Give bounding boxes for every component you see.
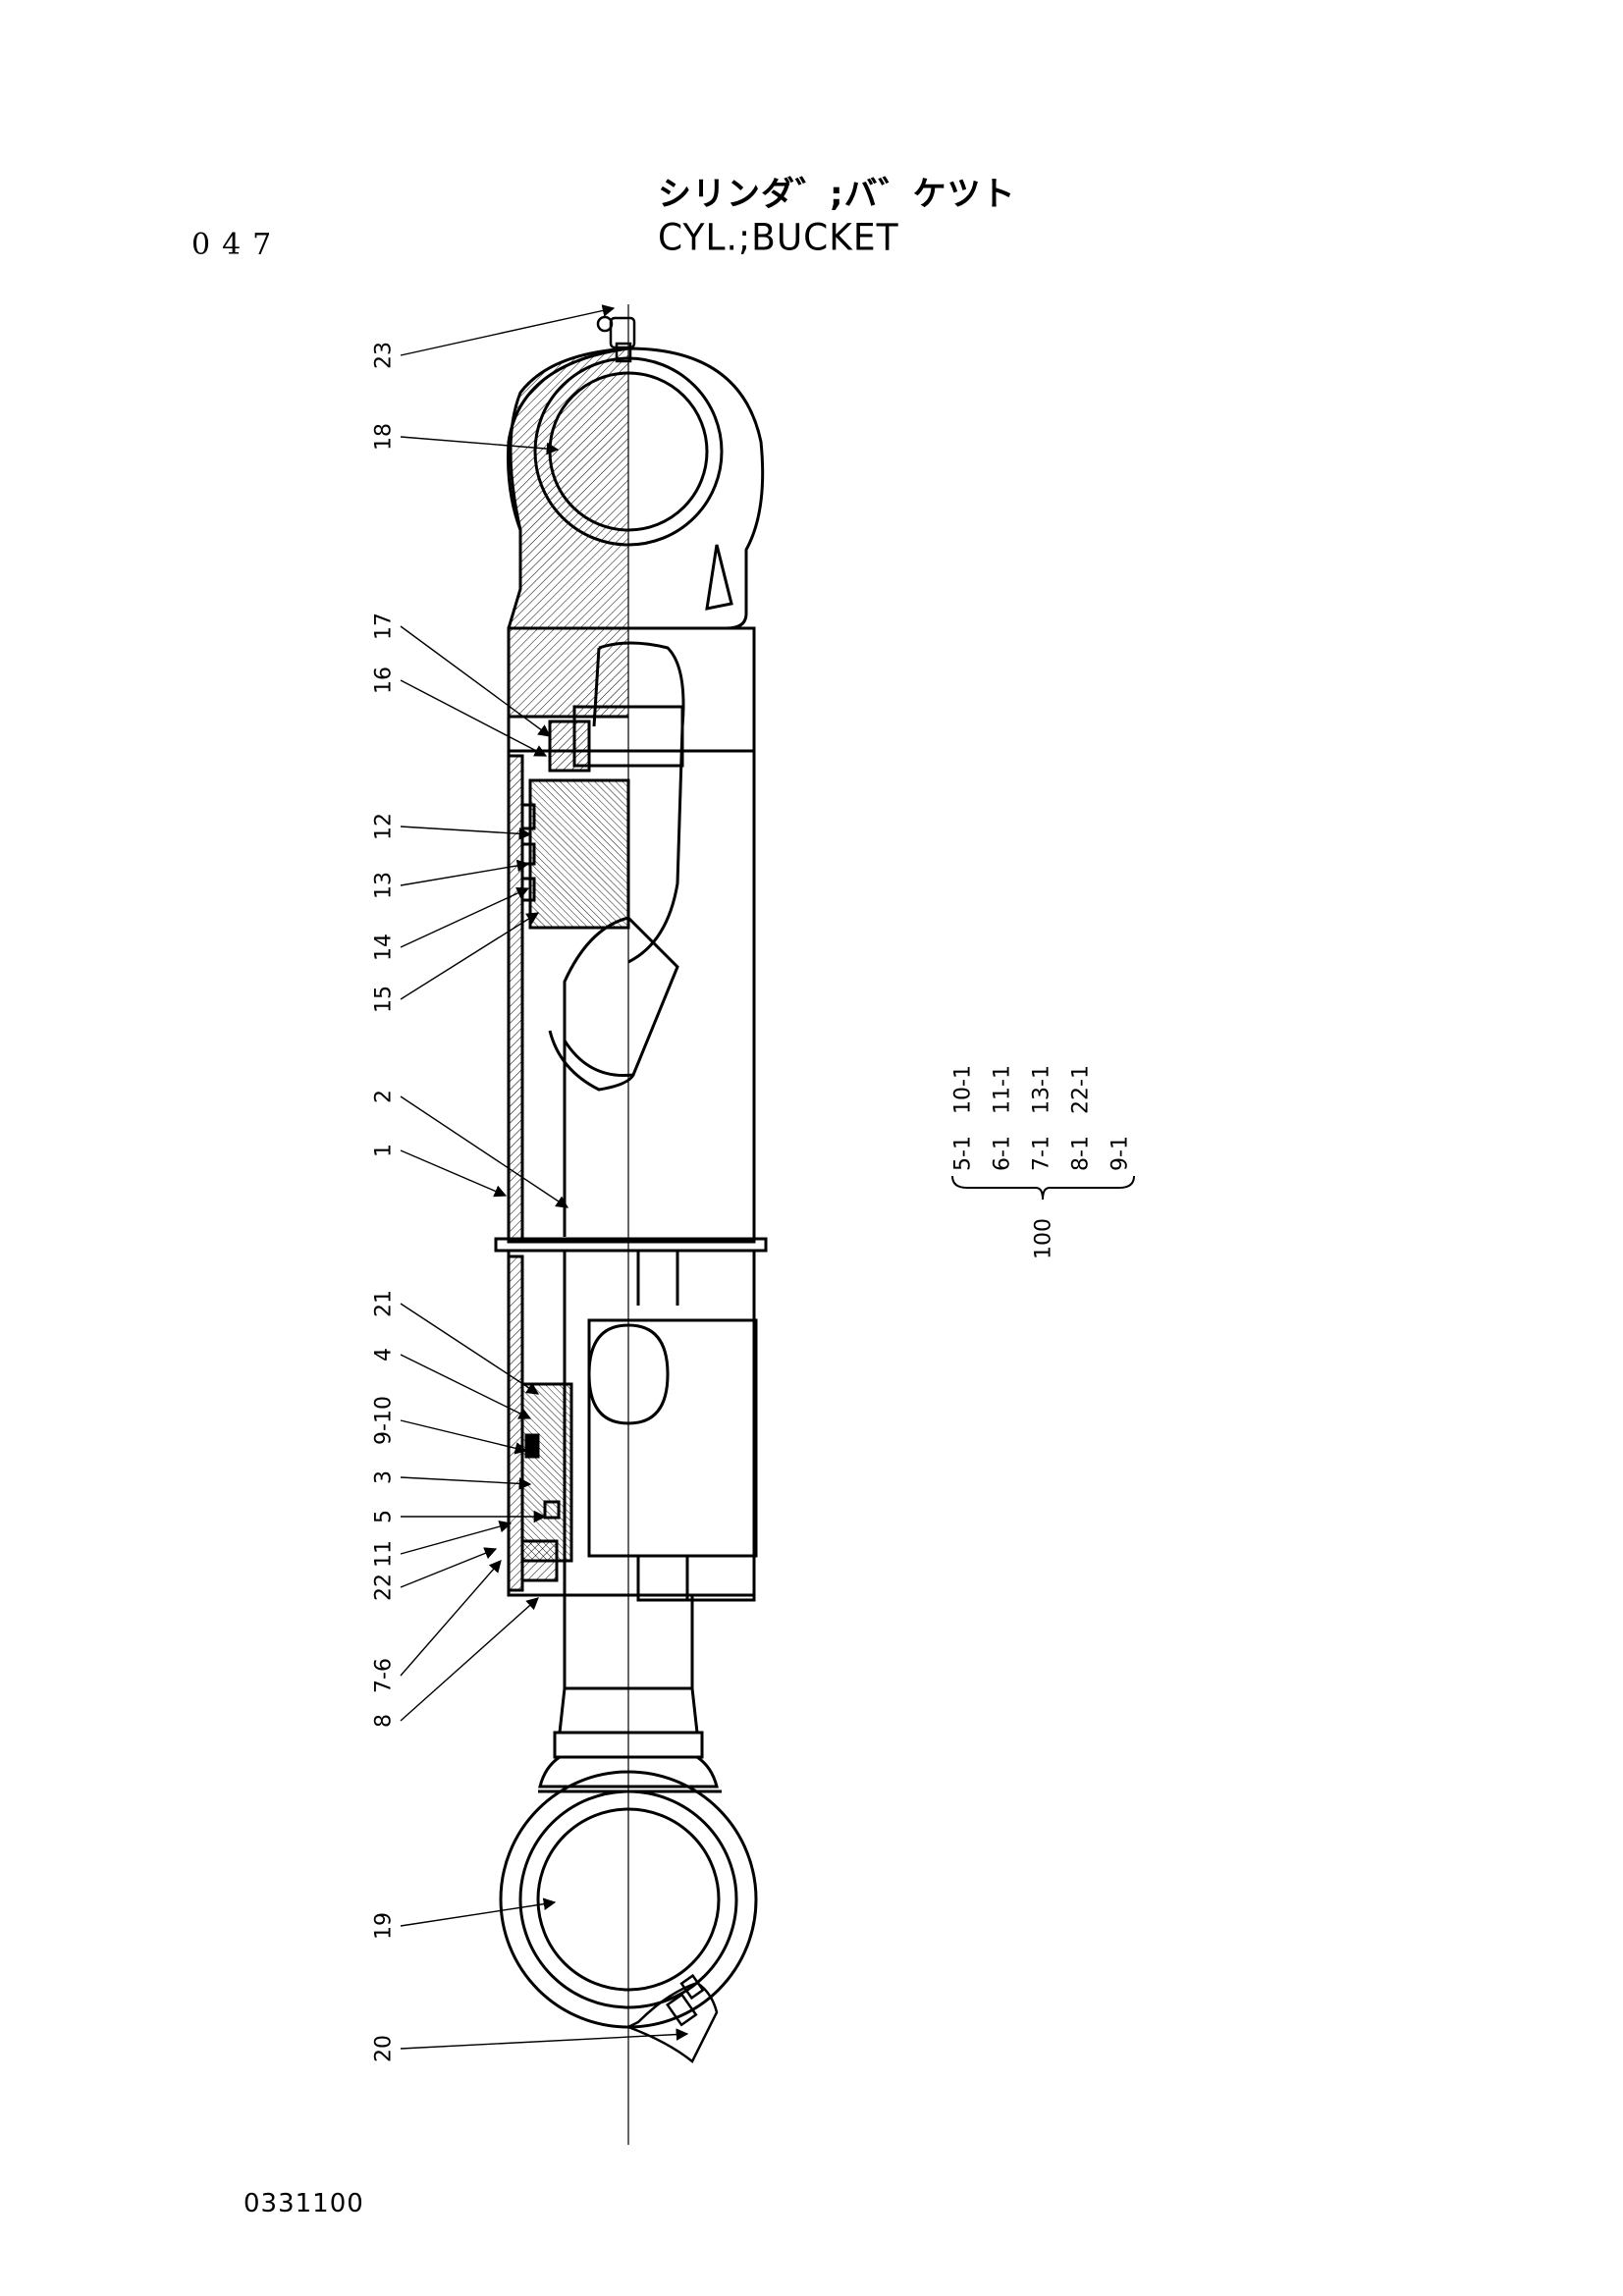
- callout-label: 2: [372, 1090, 397, 1103]
- leader-line: [400, 887, 530, 948]
- grease-fitting-bottom: [624, 1973, 719, 2063]
- kit-part-label: 13-1: [1030, 1065, 1055, 1114]
- callout-label: 9-10: [372, 1396, 397, 1445]
- callout-label: 19: [372, 1912, 397, 1940]
- piston-rod: [538, 1595, 719, 1789]
- callout-label: 5: [372, 1510, 397, 1523]
- callout-label: 4: [372, 1348, 397, 1362]
- leader-line: [400, 1597, 539, 1722]
- callout-label: 14: [372, 934, 397, 961]
- kit-assembly-label: 100: [1032, 1218, 1056, 1259]
- callout-label: 8: [372, 1714, 397, 1728]
- kit-part-label: 8-1: [1069, 1136, 1094, 1171]
- callout-label: 16: [372, 667, 397, 694]
- callout-label: 23: [372, 342, 397, 369]
- kit-part-label: 10-1: [951, 1065, 976, 1114]
- callout-label: 22: [372, 1574, 397, 1601]
- callout-label: 15: [372, 986, 397, 1013]
- callout-label: 3: [372, 1470, 397, 1484]
- leader-line: [400, 1354, 532, 1419]
- kit-part-label: 22-1: [1069, 1065, 1094, 1114]
- leader-line: [400, 1520, 513, 1555]
- leader-line: [400, 304, 616, 356]
- title-english: CYL.;BUCKET: [658, 216, 899, 260]
- drawing-code: 0331100: [243, 2189, 364, 2218]
- leader-line: [400, 826, 532, 840]
- kit-part-label: 11-1: [991, 1065, 1015, 1114]
- leader-lines: [400, 304, 689, 2050]
- callout-label: 20: [372, 2035, 397, 2062]
- callout-label: 18: [372, 423, 397, 451]
- kit-part-label: 9-1: [1109, 1136, 1133, 1171]
- callout-label: 21: [372, 1290, 397, 1317]
- cylinder-tube-upper: [507, 626, 756, 1244]
- leader-line: [400, 1560, 502, 1677]
- kit-bracket: [951, 1175, 1135, 1201]
- leader-line: [400, 1547, 498, 1588]
- callout-label: 7-6: [372, 1658, 397, 1693]
- kit-part-label: 5-1: [951, 1136, 976, 1171]
- callout-label: 12: [372, 813, 397, 840]
- callout-label: 17: [372, 613, 397, 640]
- leader-line: [400, 859, 530, 886]
- leader-line: [400, 1419, 528, 1455]
- kit-part-label: 6-1: [991, 1136, 1015, 1171]
- cylinder-tube-lower: [507, 1251, 758, 1602]
- leader-line: [400, 1303, 540, 1395]
- service-kit-legend: 10-1 11-1 13-1 22-1 5-1 6-1 7-1 8-1 9-1 100: [951, 1065, 1135, 1259]
- leader-line: [400, 679, 548, 757]
- title-japanese: シリンダ゛;バ゛ケツト: [658, 175, 1016, 214]
- kit-part-label: 7-1: [1030, 1136, 1055, 1171]
- callout-label: 11: [372, 1540, 397, 1568]
- leader-line: [400, 1897, 557, 1927]
- break-band: [494, 1237, 768, 1253]
- leader-line: [400, 912, 540, 1000]
- leader-line: [400, 1149, 508, 1198]
- leader-line: [400, 2028, 689, 2050]
- leader-line: [400, 1476, 532, 1490]
- head-eye-top: [507, 347, 765, 719]
- leader-line: [400, 436, 560, 455]
- callout-label: 13: [372, 872, 397, 899]
- leader-line: [400, 1095, 569, 1208]
- leader-line: [400, 625, 552, 737]
- page-number: 047: [191, 228, 284, 262]
- callout-label: 1: [372, 1144, 397, 1157]
